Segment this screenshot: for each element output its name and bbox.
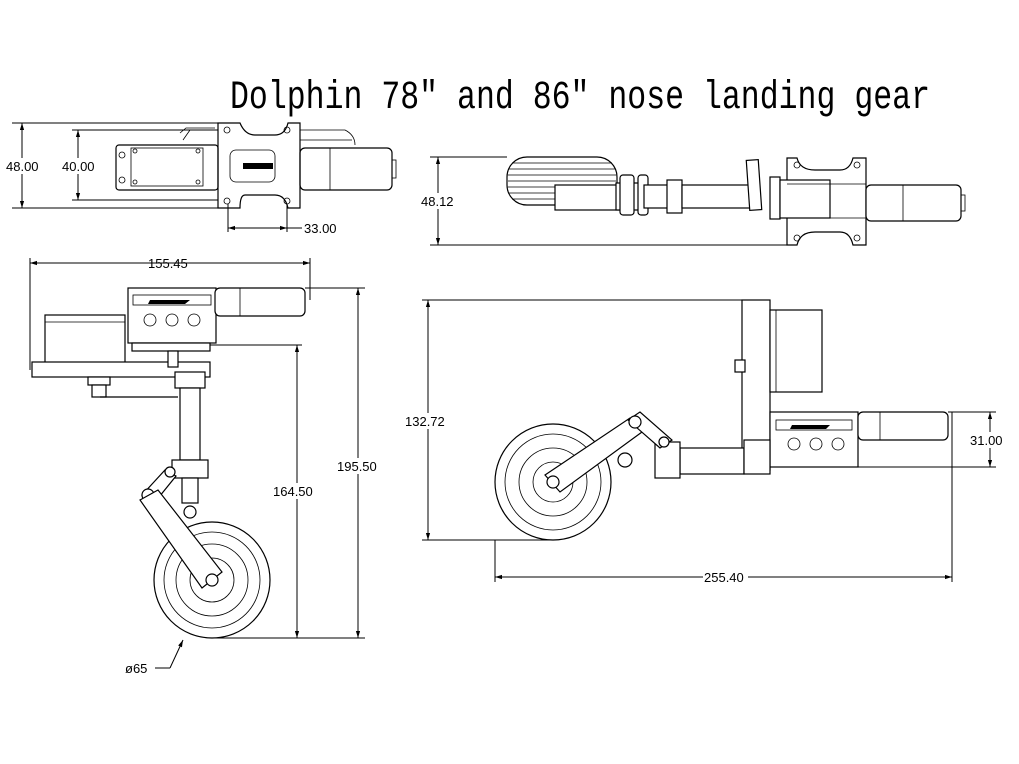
dim-bottom-right-height: 132.72 <box>405 414 445 429</box>
side-view-extended-right <box>422 299 996 582</box>
dim-total-height: 195.50 <box>337 459 377 474</box>
dim-hole-spacing: 33.00 <box>304 221 337 236</box>
dim-overall-length: 255.40 <box>704 570 744 585</box>
top-left-view <box>12 122 397 232</box>
top-right-view <box>430 156 966 246</box>
dim-overall-height: 48.00 <box>6 159 39 174</box>
dim-bottom-left-width: 155.45 <box>148 256 188 271</box>
drawing-title: Dolphin 78″ and 86″ nose landing gear <box>230 76 930 121</box>
dim-strut-height: 164.50 <box>273 484 313 499</box>
dim-inner-height: 40.00 <box>62 159 95 174</box>
dim-motor-height: 31.00 <box>970 433 1003 448</box>
side-view-retracted-left <box>29 258 365 669</box>
dim-top-right-height: 48.12 <box>421 194 454 209</box>
dim-wheel-diameter: ø65 <box>125 661 147 676</box>
